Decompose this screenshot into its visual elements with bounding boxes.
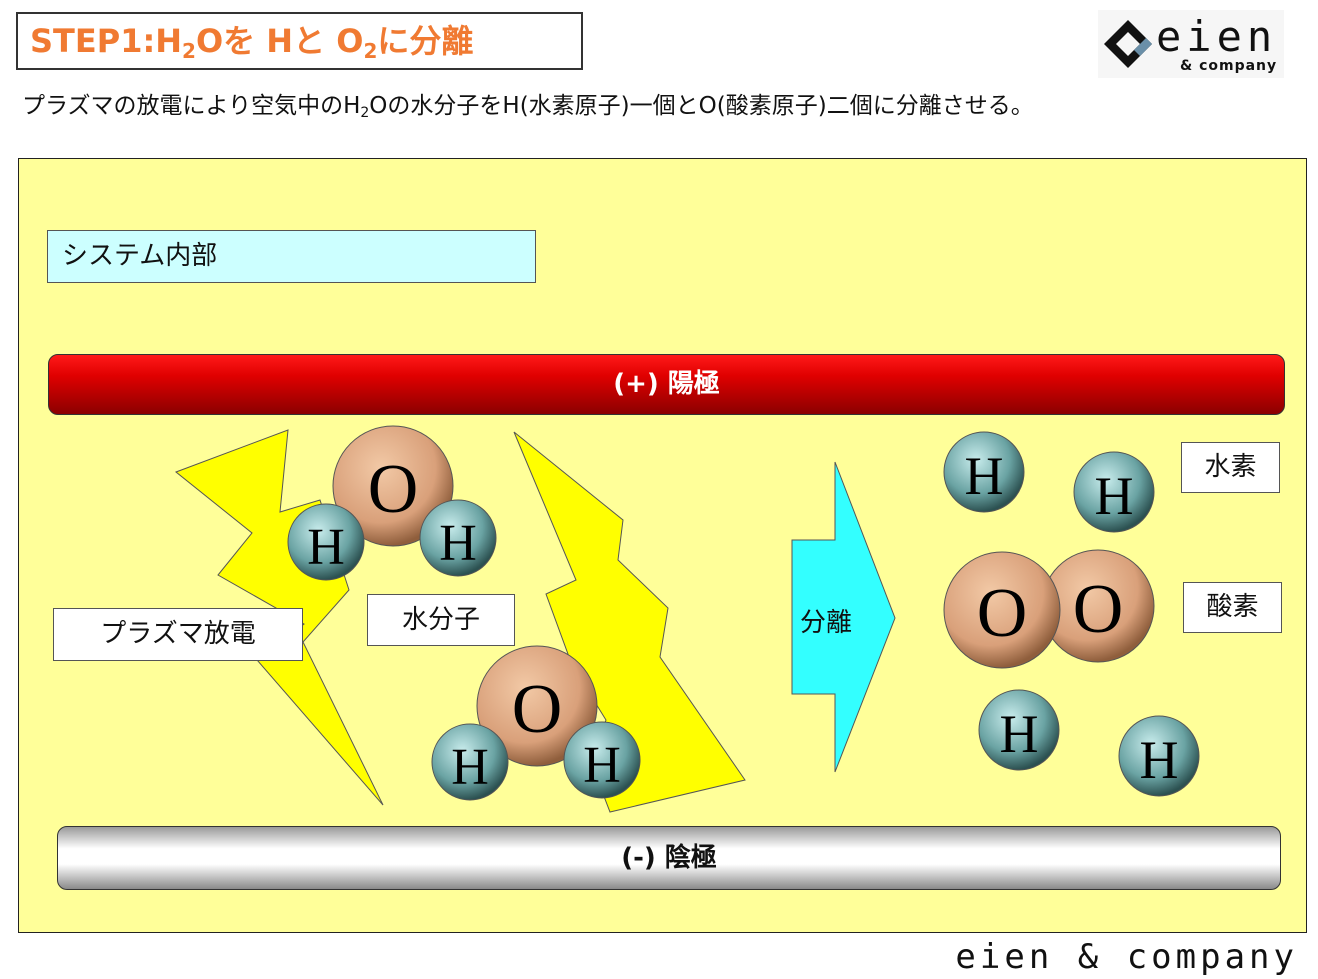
water-molecule-1: O H H	[287, 425, 497, 581]
atom-symbol-h: H	[1000, 704, 1039, 764]
logo-mark-icon	[1104, 20, 1152, 68]
footer-brand: eien & company	[955, 937, 1298, 977]
logo-word: eien	[1156, 12, 1278, 61]
subtitle: プラズマの放電により空気中のH2Oの水分子をH(水素原子)一個とO(酸素原子)二…	[22, 93, 1034, 121]
oxygen-atom	[332, 425, 454, 547]
hydrogen-atom	[419, 499, 497, 577]
company-logo: eien & company	[1098, 10, 1284, 78]
diagram-panel	[18, 158, 1307, 933]
oxygen-atom	[943, 551, 1061, 669]
hydrogen-label: 水素	[1181, 442, 1280, 493]
atom-symbol-o: O	[512, 671, 563, 748]
atom-symbol-h: H	[1140, 730, 1179, 790]
atom-symbol-h: H	[307, 519, 345, 576]
page-title: STEP1:H2Oを Hと O2に分離	[16, 12, 583, 70]
cathode-bar: (-) 陰極	[57, 826, 1281, 890]
atom-symbol-h: H	[451, 739, 489, 796]
system-interior-label: システム内部	[47, 230, 536, 283]
atom-symbol-h: H	[965, 446, 1004, 506]
water-molecule-label: 水分子	[367, 594, 515, 646]
atom-symbol-o: O	[368, 451, 419, 528]
anode-bar: (+) 陽極	[48, 354, 1285, 415]
atom-symbol-h: H	[439, 515, 477, 572]
hydrogen-atom	[563, 721, 641, 799]
logo-sub: & company	[1180, 58, 1278, 74]
separated-hydrogen-atoms: H H H H	[943, 431, 1200, 797]
hydrogen-atom	[287, 503, 365, 581]
atom-symbol-o: O	[1073, 571, 1124, 648]
plasma-discharge-label: プラズマ放電	[53, 608, 303, 661]
hydrogen-atom	[978, 689, 1060, 771]
hydrogen-atom	[431, 723, 509, 801]
lightning-bolt-right	[513, 431, 746, 813]
atom-symbol-h: H	[1095, 466, 1134, 526]
oxygen-label: 酸素	[1183, 582, 1282, 633]
atom-symbol-h: H	[583, 737, 621, 794]
oxygen-atom	[476, 645, 598, 767]
water-molecule-2: O H H	[431, 645, 641, 801]
separation-arrow	[791, 461, 896, 773]
hydrogen-atom	[1073, 451, 1155, 533]
atom-symbol-o: O	[977, 575, 1028, 652]
lightning-bolt-left	[175, 429, 384, 806]
hydrogen-atom	[1118, 715, 1200, 797]
oxygen-molecule: O O	[943, 549, 1155, 669]
separation-label: 分離	[800, 608, 853, 638]
hydrogen-atom	[943, 431, 1025, 513]
